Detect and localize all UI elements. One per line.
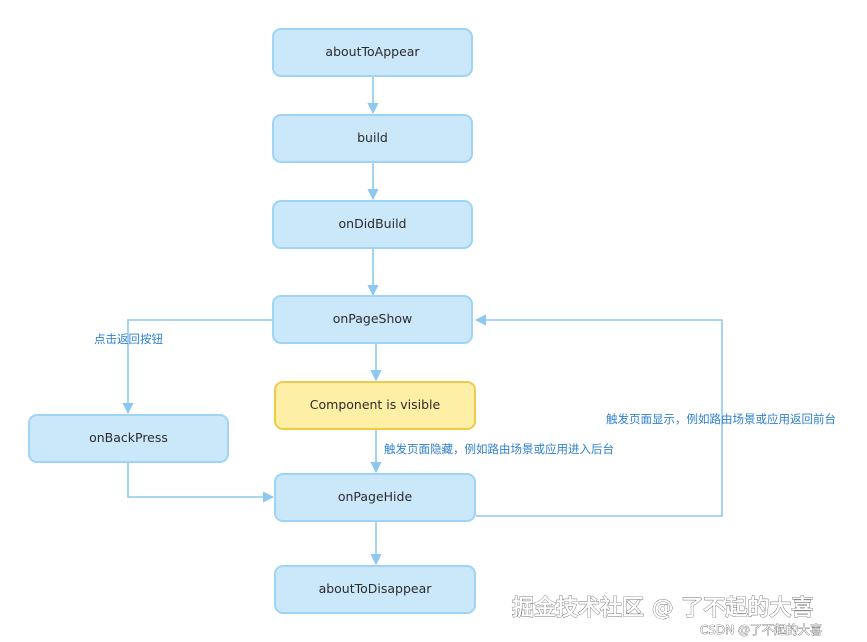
node-on-page-hide: onPageHide: [274, 473, 476, 522]
watermark-main: 掘金技术社区 @ 了不起的大喜: [512, 595, 813, 621]
node-about-to-appear-label: aboutToAppear: [325, 44, 420, 59]
node-on-back-press-label: onBackPress: [89, 430, 168, 445]
node-build: build: [272, 114, 473, 163]
node-on-did-build: onDidBuild: [272, 200, 473, 249]
node-on-did-build-label: onDidBuild: [339, 216, 407, 231]
node-about-to-disappear: aboutToDisappear: [274, 565, 476, 614]
edge-pageshow-to-backpress: [122, 319, 273, 415]
edge-pagehide-to-pageshow: [474, 314, 723, 517]
node-about-to-disappear-label: aboutToDisappear: [319, 581, 433, 596]
node-component-visible: Component is visible: [274, 381, 476, 430]
node-component-visible-label: Component is visible: [310, 397, 441, 412]
label-page-shown: 触发页面显示，例如路由场景或应用返回前台: [606, 412, 836, 426]
node-build-label: build: [357, 130, 388, 145]
label-back-button: 点击返回按钮: [94, 332, 163, 346]
label-page-hidden: 触发页面隐藏，例如路由场景或应用进入后台: [384, 442, 614, 456]
node-on-page-hide-label: onPageHide: [338, 489, 413, 504]
watermark-sub: CSDN @了不起的大喜: [700, 622, 822, 637]
node-on-page-show: onPageShow: [272, 295, 473, 344]
edge-backpress-to-pagehide: [127, 463, 275, 503]
edges: [122, 76, 723, 566]
node-about-to-appear: aboutToAppear: [272, 28, 473, 77]
node-on-page-show-label: onPageShow: [333, 311, 413, 326]
node-on-back-press: onBackPress: [28, 414, 229, 463]
